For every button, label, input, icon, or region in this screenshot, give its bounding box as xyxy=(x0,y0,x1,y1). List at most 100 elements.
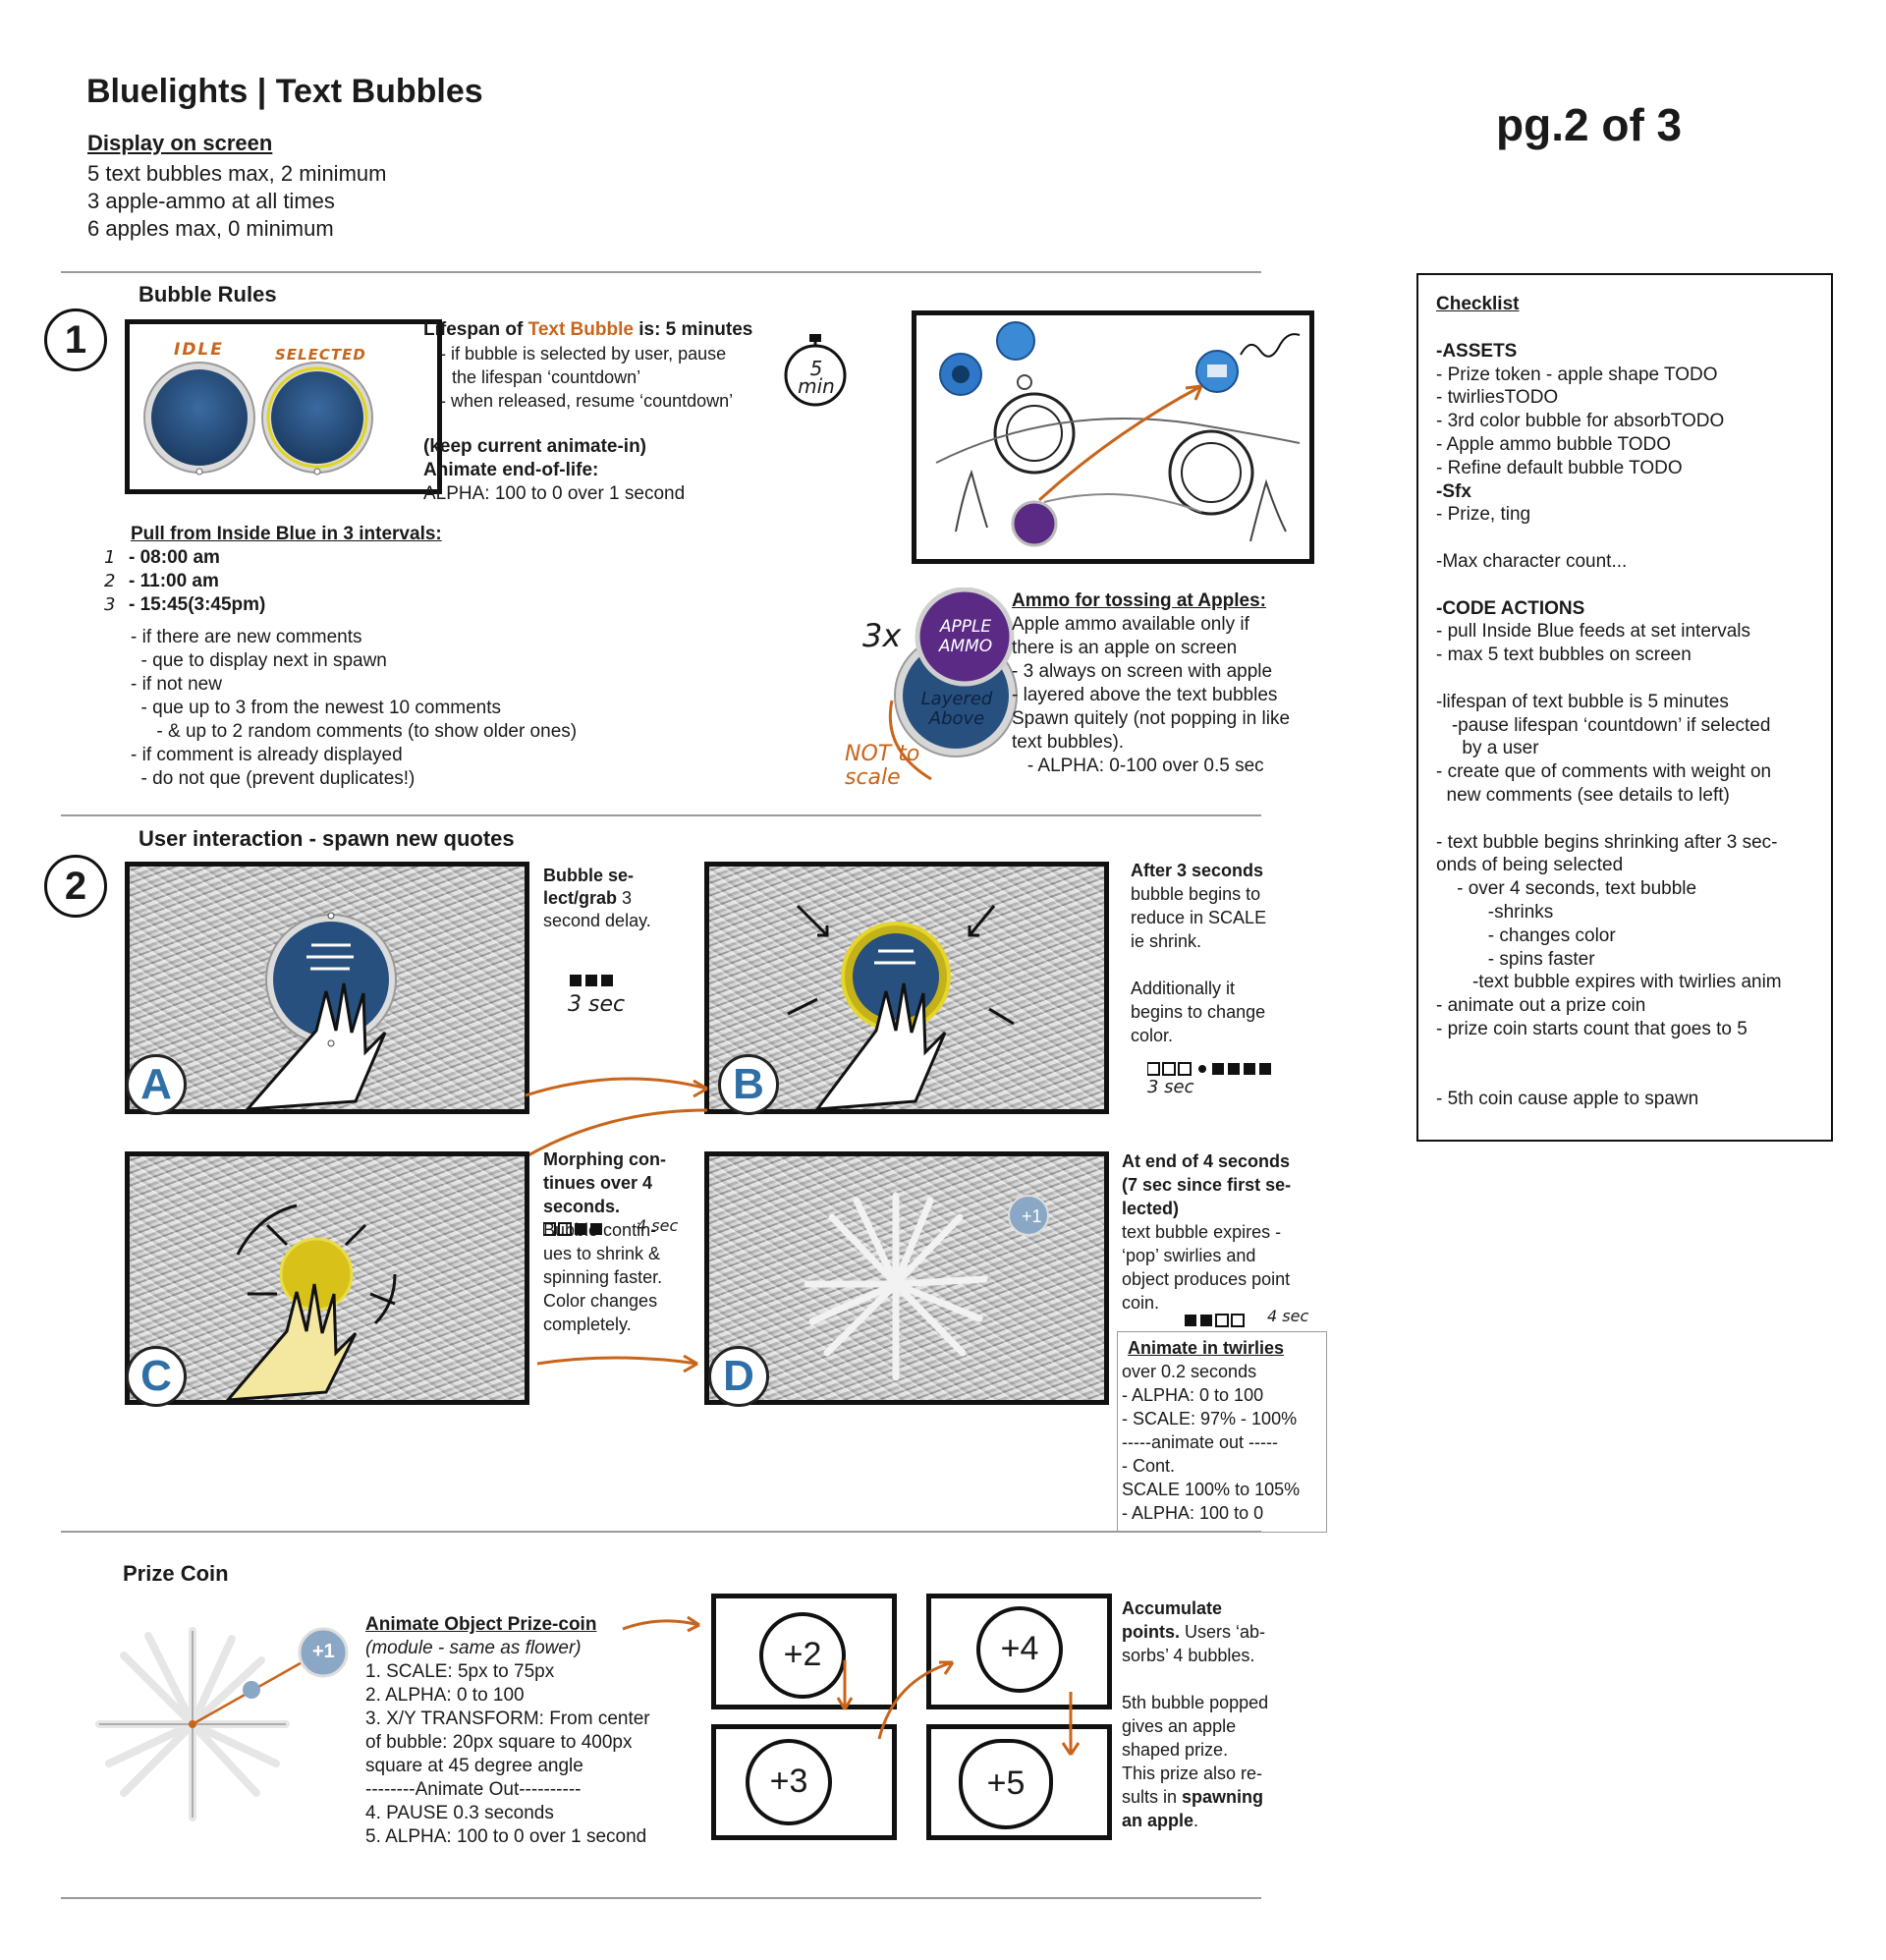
apple-toss-scene-box xyxy=(912,310,1314,564)
ammo-line: - ALPHA: 0-100 over 0.5 sec xyxy=(1012,756,1264,776)
rule-line: - if not new xyxy=(131,674,222,695)
twirlies-lines: over 0.2 seconds - ALPHA: 0 to 100 - SCA… xyxy=(1122,1360,1322,1525)
panel-letter-a: A xyxy=(126,1054,187,1115)
ammo-badge-group: APPLE AMMO 3x Layered Above NOT to scale xyxy=(845,587,1041,804)
interval-number: 1 xyxy=(104,547,116,568)
display-lines: 5 text bubbles max, 2 minimum 3 apple-am… xyxy=(87,160,386,243)
arrow-a-to-b xyxy=(525,1077,708,1098)
hand-icon xyxy=(226,1283,358,1400)
lifespan-line: - when released, resume ‘countdown’ xyxy=(440,391,734,411)
arrow-c-to-d xyxy=(536,1354,698,1373)
ammo-badge-label: APPLE AMMO xyxy=(938,617,993,656)
accumulate-bold-spawn: spawning an apple xyxy=(1122,1787,1264,1830)
panel-b-note: After 3 seconds bubble begins to reduce … xyxy=(1131,859,1266,1047)
panel-c-note: Morphing con- tinues over 4 seconds. Bub… xyxy=(543,1148,666,1336)
checklist-item: - animate out a prize coin xyxy=(1436,995,1646,1017)
panel-d-note-bold: At end of 4 seconds (7 sec since first s… xyxy=(1122,1151,1292,1218)
panel-d-note: At end of 4 seconds (7 sec since first s… xyxy=(1122,1149,1291,1315)
idle-label: IDLE xyxy=(174,340,224,360)
anim-line: --------Animate Out---------- xyxy=(365,1779,582,1800)
anim-line: 4. PAUSE 0.3 seconds xyxy=(365,1803,554,1823)
checklist-item: -lifespan of text bubble is 5 minutes xyxy=(1436,691,1729,712)
ammo-line: there is an apple on screen xyxy=(1012,638,1238,658)
checklist-item: - max 5 text bubbles on screen xyxy=(1436,644,1692,666)
rule-line: - que to display next in spawn xyxy=(131,650,387,671)
interval-list: - 08:00 am - 11:00 am - 15:45(3:45pm) xyxy=(129,546,265,617)
accumulate-rest: Users ‘ab- sorbs’ 4 bubbles. 5th bubble … xyxy=(1122,1622,1269,1807)
twirlies-line: over 0.2 seconds xyxy=(1122,1362,1257,1381)
panel-d: +1 xyxy=(704,1151,1109,1405)
display-line: 3 apple-ammo at all times xyxy=(87,189,335,213)
display-line: 5 text bubbles max, 2 minimum xyxy=(87,161,387,186)
points-box-3: +3 xyxy=(711,1724,897,1840)
checklist-item: - Prize token - apple shape TODO xyxy=(1436,364,1718,385)
apple-icon xyxy=(996,321,1035,361)
panel-b-note-rest: bubble begins to reduce in SCALE ie shri… xyxy=(1131,884,1267,1045)
twirlies-line: SCALE 100% to 105% xyxy=(1122,1480,1301,1499)
ammo-line: text bubbles). xyxy=(1012,732,1125,753)
checklist-item: - Apple ammo bubble TODO xyxy=(1436,433,1672,455)
panel-d-note-rest: text bubble expires - ‘pop’ swirlies and… xyxy=(1122,1222,1291,1313)
panel-a-hand-note: 3 sec xyxy=(568,992,626,1017)
apple-toss-scene-drawing xyxy=(935,321,1301,547)
prize-coin-label: +1 xyxy=(312,1641,335,1662)
checklist-item: -Max character count... xyxy=(1436,550,1628,572)
checklist-item: - 3rd color bubble for absorbTODO xyxy=(1436,411,1725,432)
divider xyxy=(61,814,1261,816)
section-title-bubble-rules: Bubble Rules xyxy=(139,282,277,307)
checklist-item xyxy=(1436,316,1813,340)
divider xyxy=(61,1531,1261,1533)
points-box-5: +5 xyxy=(926,1724,1112,1840)
points-box-4: +4 xyxy=(926,1594,1112,1709)
checklist-item xyxy=(1436,667,1813,691)
ammo-lines: Apple ammo available only if there is an… xyxy=(1012,613,1290,778)
selected-label: SELECTED xyxy=(275,346,366,364)
lifespan-suffix: is: 5 minutes xyxy=(633,319,753,340)
interval-item: - 11:00 am xyxy=(129,571,219,591)
panel-a-note: Bubble se- lect/grab 3 second delay. xyxy=(543,865,651,932)
progress-ticks-icon xyxy=(1185,1313,1283,1328)
rule-line: - do not que (prevent duplicates!) xyxy=(131,768,416,789)
accumulate-bold: Accumulate points. xyxy=(1122,1598,1223,1642)
anim-line: 1. SCALE: 5px to 75px xyxy=(365,1661,555,1682)
rule-line: - if there are new comments xyxy=(131,627,362,647)
pull-heading: Pull from Inside Blue in 3 intervals: xyxy=(131,524,442,544)
twirlies-line: - Cont. xyxy=(1122,1456,1176,1476)
section-title-user-interaction: User interaction - spawn new quotes xyxy=(139,826,515,851)
anim-sub: (module - same as flower) xyxy=(365,1638,582,1658)
anim-lines: 1. SCALE: 5px to 75px 2. ALPHA: 0 to 100… xyxy=(365,1660,650,1849)
panel-letter-d: D xyxy=(708,1346,769,1407)
page-number: pg.2 of 3 xyxy=(1496,99,1683,150)
ammo-heading: Ammo for tossing at Apples: xyxy=(1012,590,1266,611)
ammo-line: Apple ammo available only if xyxy=(1012,614,1249,635)
checklist-item: - Refine default bubble TODO xyxy=(1436,457,1683,478)
checklist-item: - changes color xyxy=(1436,924,1616,946)
progress-ticks-icon xyxy=(570,973,629,988)
lifespan-line: the lifespan ‘countdown’ xyxy=(452,367,641,387)
twirlies-line: - ALPHA: 0 to 100 xyxy=(1122,1385,1264,1405)
checklist-item xyxy=(1436,1041,1813,1065)
checklist-title: Checklist xyxy=(1436,294,1520,314)
accumulate-note: Accumulate points. Users ‘ab- sorbs’ 4 b… xyxy=(1122,1596,1268,1832)
apple-ammo-badge xyxy=(915,587,1015,687)
timer-label: 5 min xyxy=(798,357,835,398)
panel-c-note-bold: Morphing con- tinues over 4 seconds. xyxy=(543,1149,666,1216)
twirlies-box: Animate in twirlies over 0.2 seconds - A… xyxy=(1117,1331,1327,1533)
end-of-life-heading: Animate end-of-life: xyxy=(423,460,599,480)
checklist-item: -shrinks xyxy=(1436,901,1554,923)
panel-d-hand-note: 4 sec xyxy=(1267,1307,1309,1325)
lifespan-line: - if bubble is selected by user, pause xyxy=(440,344,727,364)
not-to-scale-label: NOT to scale xyxy=(845,742,920,790)
twirlies-heading: Animate in twirlies xyxy=(1128,1338,1285,1358)
display-heading: Display on screen xyxy=(87,131,273,155)
checklist-item: - create que of comments with weight on xyxy=(1436,761,1772,783)
section-number-1: 1 xyxy=(44,308,107,371)
panel-b-note-bold: After 3 seconds xyxy=(1131,861,1264,880)
checklist-item: - twirliesTODO xyxy=(1436,387,1559,409)
interval-number: 2 xyxy=(104,571,116,591)
bubble-states-drawing xyxy=(143,362,373,476)
rule-line: - que up to 3 from the newest 10 comment… xyxy=(131,698,502,718)
rule-line: - if comment is already displayed xyxy=(131,745,403,765)
checklist-item: - spins faster xyxy=(1436,948,1595,970)
twirlies-line: - SCALE: 97% - 100% xyxy=(1122,1409,1298,1428)
